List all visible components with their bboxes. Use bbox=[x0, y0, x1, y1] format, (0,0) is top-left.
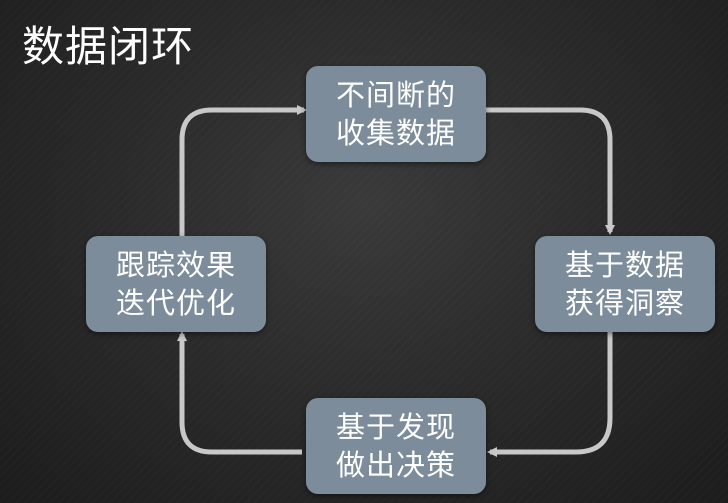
page-title: 数据闭环 bbox=[22, 22, 195, 71]
node-track-iterate-line2: 迭代优化 bbox=[115, 286, 236, 320]
node-make-decision-line1: 基于发现 bbox=[335, 410, 456, 444]
node-collect-data-line2: 收集数据 bbox=[335, 116, 456, 150]
node-gain-insight-line2: 获得洞察 bbox=[564, 286, 685, 320]
node-make-decision: 基于发现 做出决策 bbox=[306, 398, 486, 494]
node-collect-data-line1: 不间断的 bbox=[335, 78, 456, 112]
node-make-decision-line2: 做出决策 bbox=[335, 448, 456, 482]
node-gain-insight: 基于数据 获得洞察 bbox=[535, 236, 715, 332]
node-gain-insight-line1: 基于数据 bbox=[564, 248, 685, 282]
arrow-bottom-to-left bbox=[177, 331, 302, 455]
node-collect-data: 不间断的 收集数据 bbox=[306, 66, 486, 162]
arrow-top-to-right bbox=[486, 107, 615, 235]
arrow-right-to-bottom bbox=[487, 330, 613, 457]
node-track-iterate-line1: 跟踪效果 bbox=[115, 248, 236, 282]
arrow-left-to-top bbox=[179, 105, 307, 236]
node-track-iterate: 跟踪效果 迭代优化 bbox=[86, 236, 266, 332]
